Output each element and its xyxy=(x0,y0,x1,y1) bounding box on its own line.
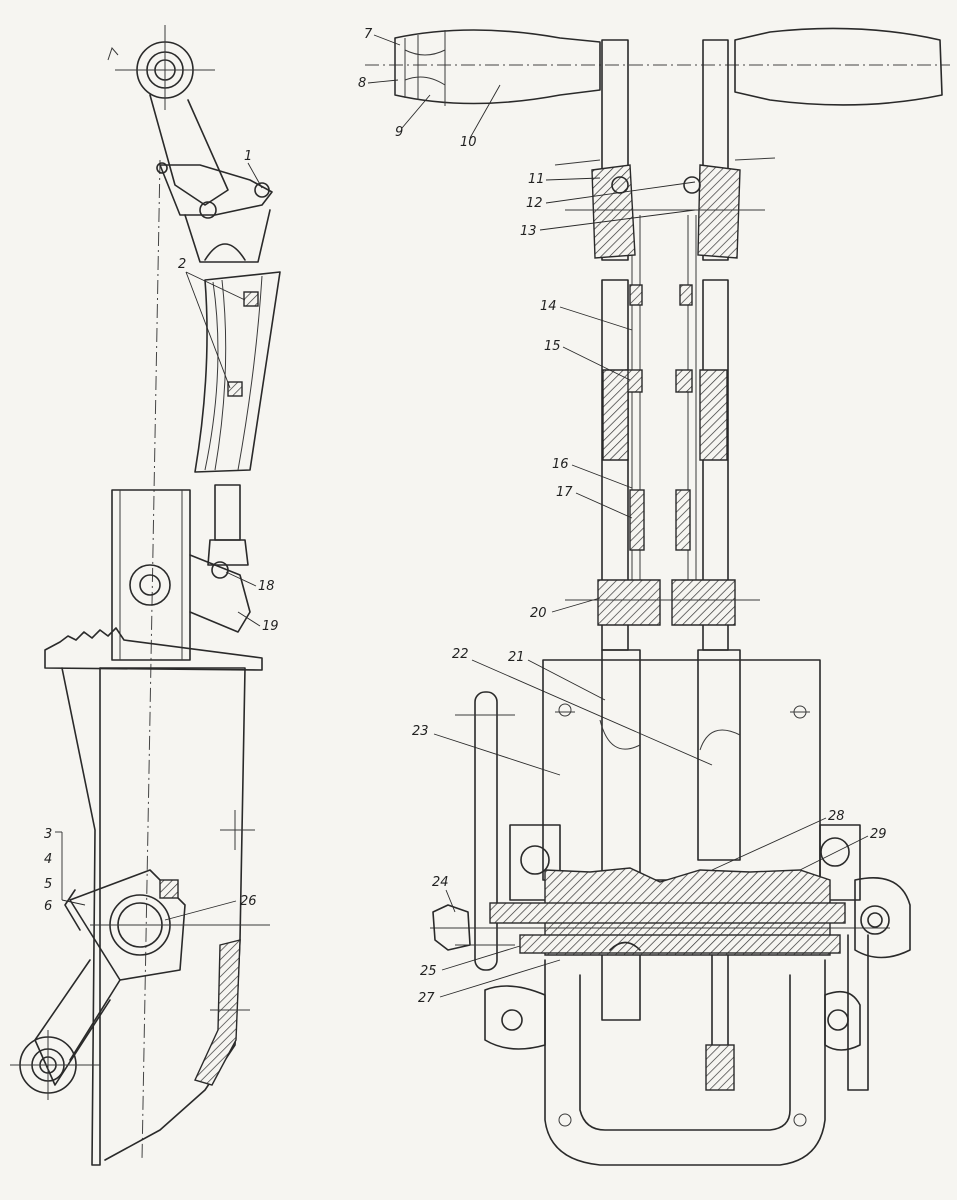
right-arm xyxy=(847,876,911,1091)
label-3: 3 xyxy=(44,827,52,842)
label-24: 24 xyxy=(432,875,449,890)
knob xyxy=(432,904,471,951)
gearbox xyxy=(430,824,890,956)
label-12: 12 xyxy=(526,196,543,211)
label-19: 19 xyxy=(262,619,279,634)
label-6: 6 xyxy=(44,899,52,914)
lower-linkage xyxy=(10,869,270,1100)
label-21: 21 xyxy=(508,650,525,665)
label-13: 13 xyxy=(520,224,537,239)
label-15: 15 xyxy=(544,339,561,354)
lower-frame xyxy=(484,954,861,1166)
left-grip xyxy=(394,29,601,106)
top-pivot-eye xyxy=(107,25,215,110)
latch-bracket xyxy=(111,484,251,661)
front-view xyxy=(365,27,950,1166)
label-25: 25 xyxy=(420,964,437,979)
label-17: 17 xyxy=(556,485,573,500)
label-10: 10 xyxy=(460,135,477,150)
upper-lever xyxy=(149,94,273,263)
mid-joint xyxy=(565,579,760,626)
label-23: 23 xyxy=(412,724,429,739)
label-16: 16 xyxy=(552,457,569,472)
main-body xyxy=(61,667,255,1166)
label-2: 2 xyxy=(178,257,186,272)
label-8: 8 xyxy=(358,76,366,91)
upper-clamps xyxy=(554,157,776,259)
label-7: 7 xyxy=(364,27,373,42)
label-22: 22 xyxy=(452,647,469,662)
label-27: 27 xyxy=(418,991,435,1006)
label-29: 29 xyxy=(870,827,887,842)
label-9: 9 xyxy=(395,125,403,140)
ratchet-sector xyxy=(194,271,281,473)
label-20: 20 xyxy=(530,606,547,621)
callouts: 1 2 18 19 3 4 5 6 26 7 8 9 10 11 12 13 1… xyxy=(44,27,887,1006)
label-26: 26 xyxy=(240,894,257,909)
side-view xyxy=(10,25,281,1166)
springs xyxy=(602,284,728,551)
label-4: 4 xyxy=(44,852,52,867)
label-28: 28 xyxy=(828,809,845,824)
toothed-plate xyxy=(44,627,263,671)
housing xyxy=(542,659,821,881)
label-14: 14 xyxy=(540,299,557,314)
side-lever xyxy=(455,691,515,971)
label-1: 1 xyxy=(244,149,252,164)
right-grip xyxy=(734,27,943,106)
label-18: 18 xyxy=(258,579,275,594)
label-11: 11 xyxy=(528,172,545,187)
label-5: 5 xyxy=(44,877,52,892)
